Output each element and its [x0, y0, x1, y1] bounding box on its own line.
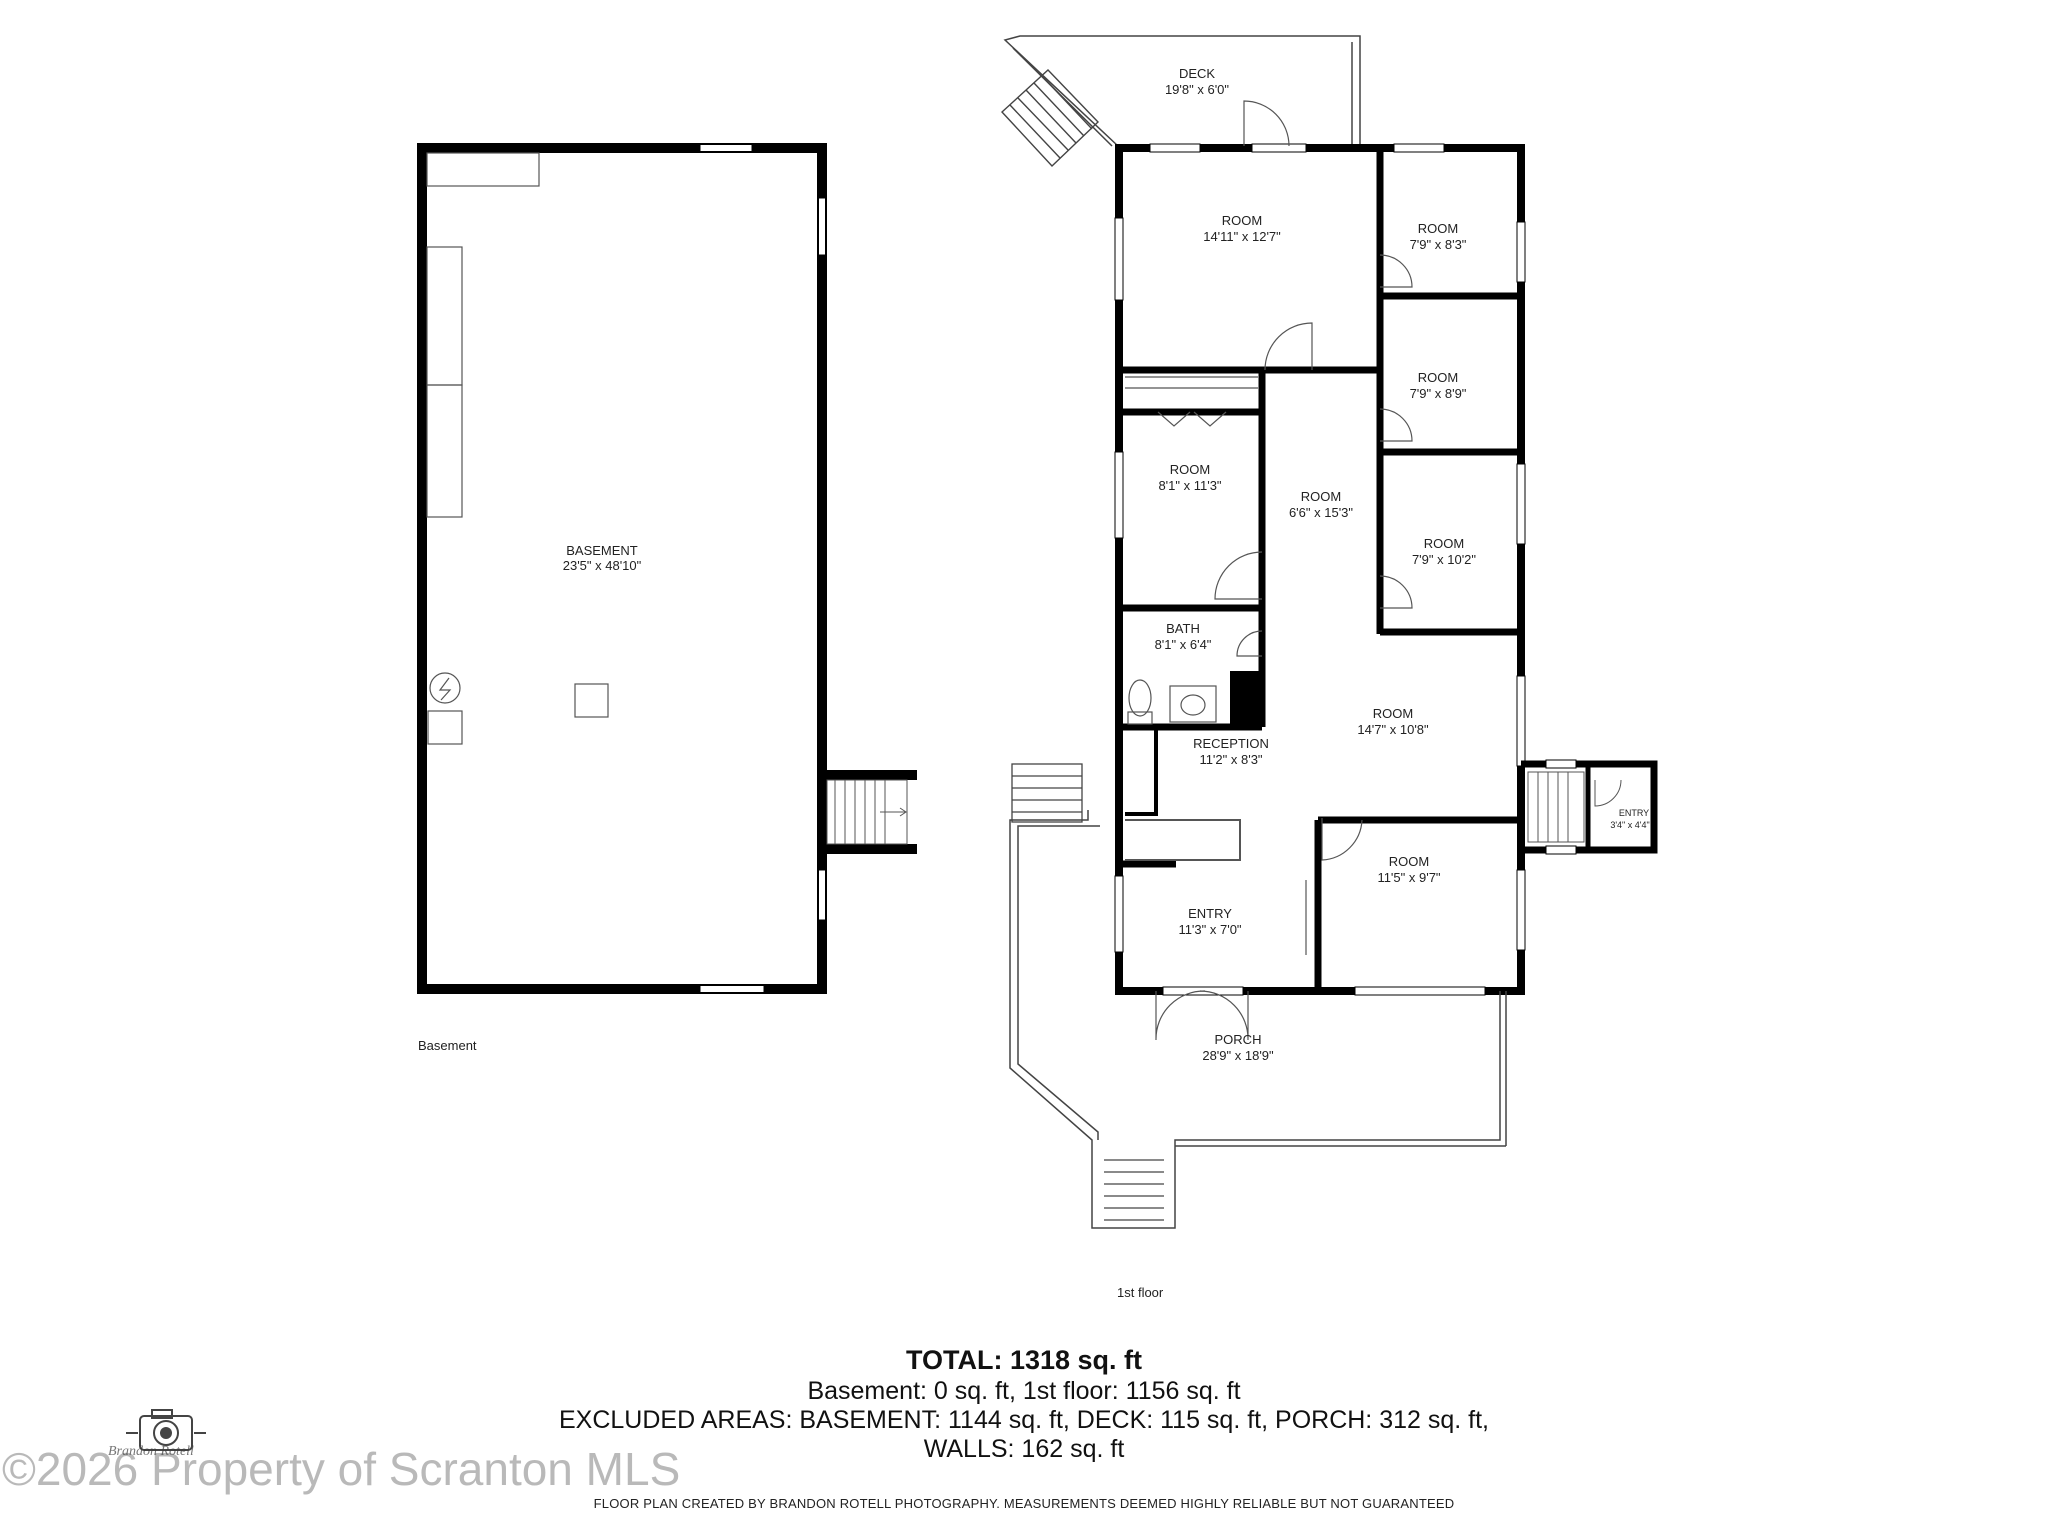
bath-chase: [1230, 671, 1262, 725]
floor-areas: Basement: 0 sq. ft, 1st floor: 1156 sq. …: [807, 1377, 1241, 1405]
room-label: ROOM: [1170, 462, 1210, 477]
closet-door-icon: [1125, 376, 1258, 427]
deck-stairs-icon: [1001, 69, 1099, 167]
basement-stairs-icon: [822, 770, 917, 854]
water-heater-icon: [429, 672, 461, 704]
walls-area: WALLS: 162 sq. ft: [923, 1435, 1125, 1463]
toilet-icon: [1127, 679, 1153, 725]
basement-utility-box: [427, 710, 463, 745]
logo-signature: Brandon Rotell: [108, 1444, 194, 1459]
first-floor-plan: DECK 19'8" x 6'0" ROOM 14'11" x 12'7" RO…: [1001, 35, 1658, 1229]
room-label: DECK: [1179, 66, 1215, 81]
room-dims: 7'9" x 8'3": [1410, 237, 1467, 252]
watermark: ©2026 Property of Scranton MLS: [2, 1443, 681, 1495]
porch-side-stairs-icon: [1011, 763, 1083, 823]
basement-shelf-lower: [426, 384, 463, 518]
basement-room-dims: 23'5" x 48'10": [563, 558, 642, 573]
basement-plan: BASEMENT 23'5" x 48'10": [417, 143, 917, 994]
room-label: ROOM: [1222, 213, 1262, 228]
door-swing-icon: [1155, 100, 1413, 1041]
room-label: ROOM: [1389, 854, 1429, 869]
total-label: TOTAL:: [905, 1345, 1003, 1375]
basement-column: [574, 683, 609, 718]
room-dims: 11'3" x 7'0": [1178, 922, 1241, 937]
basement-room-label: BASEMENT: [566, 543, 638, 558]
room-dims: 14'11" x 12'7": [1203, 229, 1281, 244]
room-dims: 19'8" x 6'0": [1165, 82, 1229, 97]
porch-outline: [1009, 810, 1507, 1229]
basement-floor-caption: Basement: [418, 1038, 477, 1053]
room-dims: 6'6" x 15'3": [1289, 505, 1353, 520]
room-label: ROOM: [1418, 370, 1458, 385]
room-label: ENTRY: [1619, 808, 1649, 818]
total-area: TOTAL: 1318 sq. ft: [0, 1345, 2048, 1376]
credit-line: FLOOR PLAN CREATED BY BRANDON ROTELL PHO…: [593, 1496, 1455, 1511]
windows: [1114, 143, 1526, 996]
basement-counter-top: [426, 152, 540, 187]
camera-logo-icon: [126, 1409, 206, 1451]
room-label: ENTRY: [1188, 906, 1232, 921]
sink-icon: [1169, 685, 1217, 723]
first-floor-outer-walls: [1115, 144, 1525, 995]
room-label: RECEPTION: [1193, 736, 1269, 751]
kitchen-counter: [1125, 819, 1241, 861]
side-entry: [1521, 759, 1658, 855]
room-dims: 14'7" x 10'8": [1357, 722, 1429, 737]
excluded-areas: EXCLUDED AREAS: BASEMENT: 1144 sq. ft, D…: [559, 1406, 1489, 1434]
room-label: ROOM: [1301, 489, 1341, 504]
first-floor-caption: 1st floor: [1117, 1285, 1164, 1300]
basement-walls: [417, 143, 827, 994]
room-label: PORCH: [1215, 1032, 1262, 1047]
room-label: ROOM: [1424, 536, 1464, 551]
room-dims: 3'4" x 4'4": [1610, 820, 1649, 830]
room-dims: 11'2" x 8'3": [1199, 752, 1262, 767]
reception-counter: [1125, 725, 1158, 816]
room-dims: 7'9" x 8'9": [1410, 386, 1467, 401]
room-label: ROOM: [1373, 706, 1413, 721]
total-value: 1318 sq. ft: [1009, 1345, 1143, 1375]
room-dims: 8'1" x 6'4": [1155, 637, 1212, 652]
porch-stairs-icon: [1104, 1159, 1164, 1221]
room-label: ROOM: [1418, 221, 1458, 236]
room-dims: 11'5" x 9'7": [1377, 870, 1440, 885]
room-dims: 28'9" x 18'9": [1202, 1048, 1274, 1063]
basement-shelf-upper: [426, 246, 463, 386]
interior-walls: [1119, 148, 1521, 991]
room-dims: 7'9" x 10'2": [1412, 552, 1476, 567]
room-dims: 8'1" x 11'3": [1158, 478, 1221, 493]
room-label: BATH: [1166, 621, 1200, 636]
